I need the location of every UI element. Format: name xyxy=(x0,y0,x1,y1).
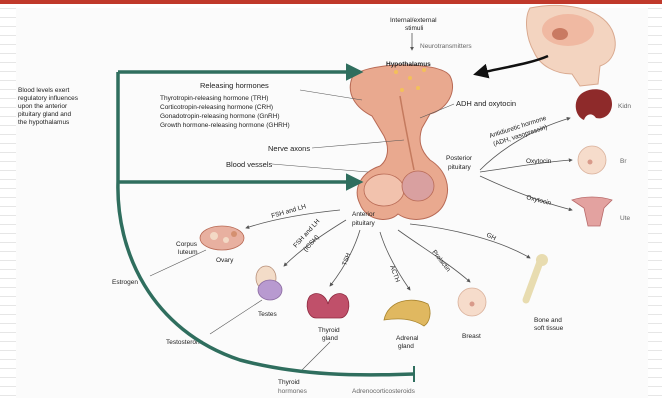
adrenal-gland-label-line2: gland xyxy=(398,343,414,350)
releasing-hormones-label: Releasing hormones xyxy=(200,81,269,90)
hypothalamus-label: Hypothalamus xyxy=(386,61,431,68)
breast-right-label: Br xyxy=(620,158,627,165)
acth-label: ACTH xyxy=(388,264,401,283)
kidney-label: Kidn xyxy=(618,103,631,110)
anterior-pituitary-label-line2: pituitary xyxy=(352,220,376,227)
prolactin-label: Prolactin xyxy=(430,249,451,274)
nerve-axons-label: Nerve axons xyxy=(268,144,310,153)
oxytocin-label-1: Oxytocin xyxy=(526,158,552,165)
corpus-luteum-label-line1: Corpus xyxy=(176,241,198,248)
thyroid-gland-label-line2: gland xyxy=(322,335,338,342)
feedback-text-line2: regulatory influences xyxy=(18,95,79,102)
stimuli-label-line1: Internal/external xyxy=(390,17,437,24)
corpus-luteum-label-line2: luteum xyxy=(178,249,198,256)
feedback-text-line4: pituitary gland and xyxy=(18,111,72,118)
anterior-pituitary-label-line1: Anterior xyxy=(352,211,376,218)
head-to-hypothalamus-arrow xyxy=(476,56,548,74)
ghrh-label: Growth hormone-releasing hormone (GHRH) xyxy=(160,122,290,129)
bone-label-line1: Bone and xyxy=(534,317,562,324)
neurotransmitters-label: Neurotransmitters xyxy=(420,43,472,50)
kidney-illustration xyxy=(576,89,612,120)
adh-oxytocin-label: ADH and oxytocin xyxy=(456,99,516,108)
testes-illustration xyxy=(256,266,282,300)
estrogen-label: Estrogen xyxy=(112,279,138,286)
adrenal-gland-label-line1: Adrenal xyxy=(396,335,419,342)
thyroid-gland-label-line1: Thyroid xyxy=(318,327,340,334)
pituitary-gland-illustration xyxy=(350,65,452,219)
bone-label-line2: soft tissue xyxy=(534,325,564,332)
thyroid-hormones-label-line1: Thyroid xyxy=(278,379,300,386)
tsh-label: TSH xyxy=(341,252,352,267)
gh-label: GH xyxy=(485,232,497,243)
ovary-label: Ovary xyxy=(216,257,234,264)
feedback-text-line3: upon the anterior xyxy=(18,103,68,110)
bone-illustration xyxy=(526,254,548,300)
thyroid-illustration xyxy=(307,294,349,318)
gnrh-label: Gonadotropin-releasing hormone (GnRH) xyxy=(160,113,280,120)
adrenal-illustration xyxy=(384,300,430,326)
thyroid-hormones-label-line2: hormones xyxy=(278,388,308,395)
feedback-text-line5: the hypothalamus xyxy=(18,119,70,126)
feedback-text-line1: Blood levels exert xyxy=(18,87,69,94)
adrenocorticosteroids-label: Adrenocorticosteroids xyxy=(352,388,416,395)
oxytocin-label-2: Oxytocin xyxy=(526,194,553,207)
posterior-pituitary-label-line1: Posterior xyxy=(446,155,473,162)
ovary-illustration xyxy=(200,226,244,250)
uterus-illustration xyxy=(572,197,612,226)
testes-label: Testes xyxy=(258,311,278,318)
breast-right-illustration xyxy=(578,146,606,174)
anterior-branch-lines xyxy=(246,210,530,290)
blood-vessels-label: Blood vessels xyxy=(226,160,273,169)
crh-label: Corticotropin-releasing hormone (CRH) xyxy=(160,104,273,111)
trh-label: Thyrotropin-releasing hormone (TRH) xyxy=(160,95,268,102)
posterior-pituitary-label-line2: pituitary xyxy=(448,164,472,171)
breast-label: Breast xyxy=(462,333,481,340)
stimuli-label-line2: stimuli xyxy=(405,25,423,32)
uterus-label: Ute xyxy=(620,215,631,222)
head-illustration xyxy=(527,6,616,86)
